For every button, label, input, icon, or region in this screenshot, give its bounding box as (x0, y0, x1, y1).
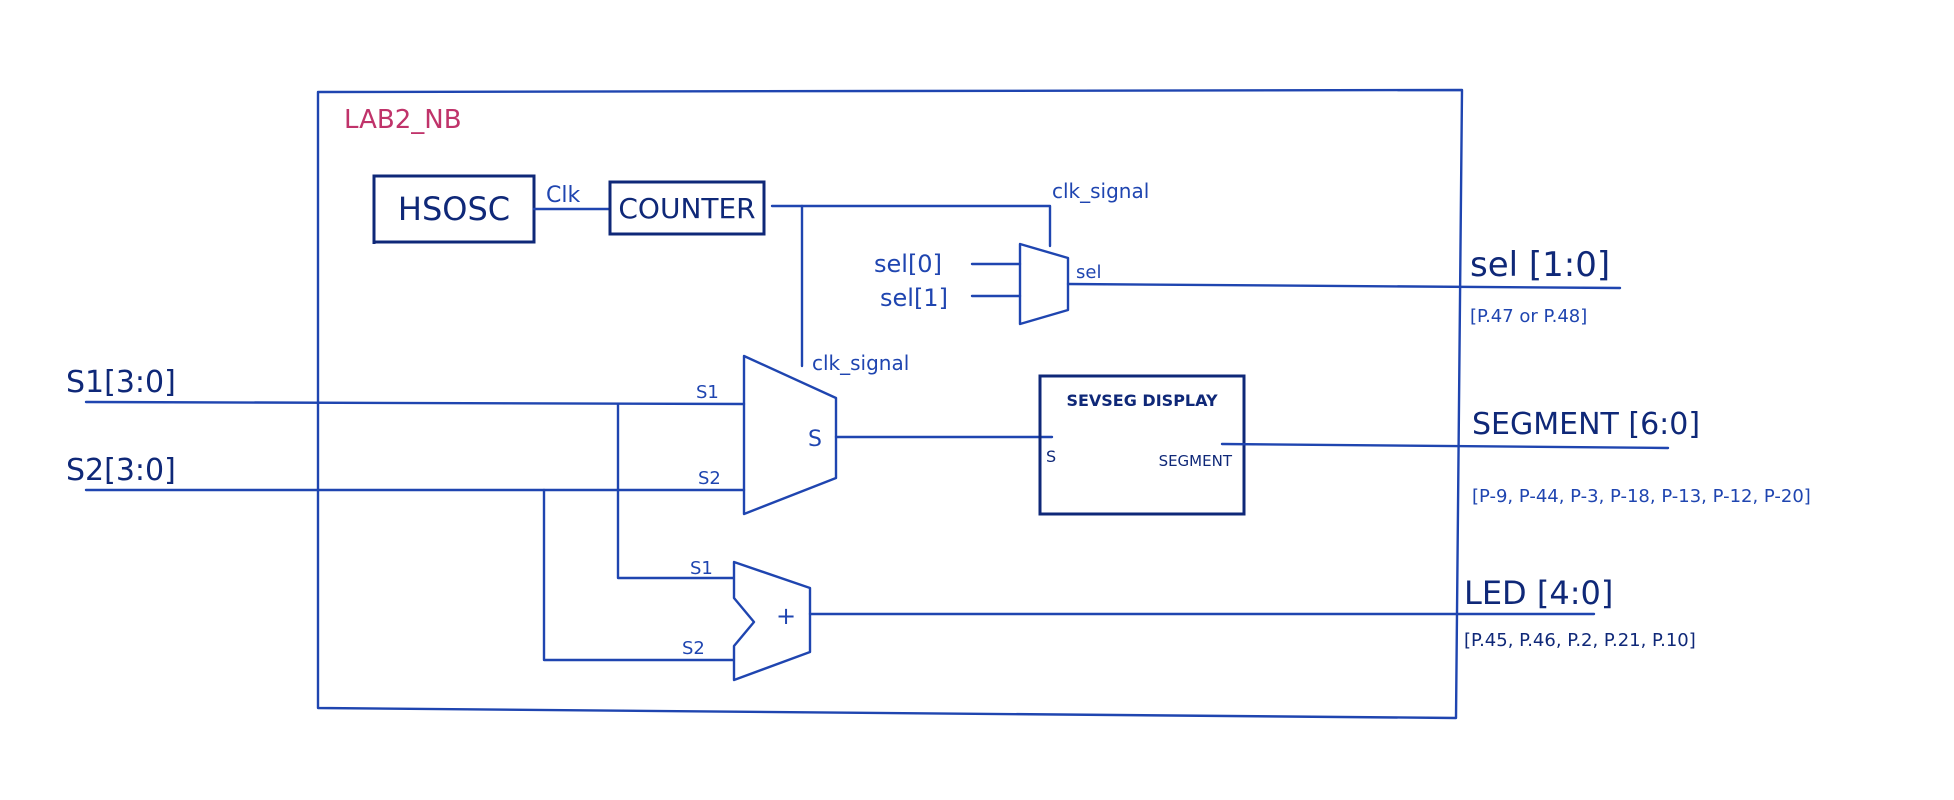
mux-s2-label: S2 (698, 468, 721, 489)
s1-tap-wire (616, 402, 736, 580)
adder-op-label: + (776, 602, 796, 630)
sel-output-wire (1066, 282, 1622, 290)
sel1-label: sel[1] (880, 284, 948, 312)
adder-s2-label: S2 (682, 638, 705, 659)
segment-output-pins: [P-9, P-44, P-3, P-18, P-13, P-12, P-20] (1472, 486, 1811, 507)
sel-output-label: sel [1:0] (1470, 245, 1610, 285)
module-boundary (316, 88, 1464, 720)
segment-output-label: SEGMENT [6:0] (1472, 407, 1700, 442)
sevseg-title: SEVSEG DISPLAY (1066, 391, 1218, 410)
s1-input-wire (84, 400, 746, 406)
sevseg-out-label: SEGMENT (1159, 452, 1233, 470)
adder (732, 560, 812, 682)
clk-signal-mux-label: clk_signal (812, 351, 909, 375)
counter-label: COUNTER (618, 192, 755, 225)
clk-label: Clk (546, 183, 580, 208)
sel-mux (1018, 242, 1070, 326)
s2-tap-wire (542, 488, 736, 662)
mux-s1-label: S1 (696, 382, 719, 403)
sevseg-in-label: S (1046, 447, 1056, 466)
counter-to-selmux-wire (770, 204, 1052, 248)
sel-output-pins: [P.47 or P.48] (1470, 306, 1587, 327)
main-mux (742, 354, 838, 516)
sel-mux-out-label: sel (1076, 262, 1101, 283)
mux-out-label: S (808, 427, 822, 452)
led-output-pins: [P.45, P.46, P.2, P.21, P.10] (1464, 630, 1696, 651)
led-output-label: LED [4:0] (1464, 574, 1613, 612)
sel0-label: sel[0] (874, 250, 942, 278)
module-title: LAB2_NB (344, 105, 462, 135)
sevseg-block: SEVSEG DISPLAY S SEGMENT (1038, 374, 1246, 516)
hsosc-label: HSOSC (398, 190, 510, 228)
s2-input-label: S2[3:0] (66, 453, 176, 488)
hsosc-block: HSOSC (372, 174, 536, 244)
s1-input-label: S1[3:0] (66, 365, 176, 400)
segment-output-wire (1220, 442, 1670, 450)
adder-s1-label: S1 (690, 558, 713, 579)
clk-signal-top-label: clk_signal (1052, 179, 1149, 203)
counter-block: COUNTER (608, 180, 766, 236)
